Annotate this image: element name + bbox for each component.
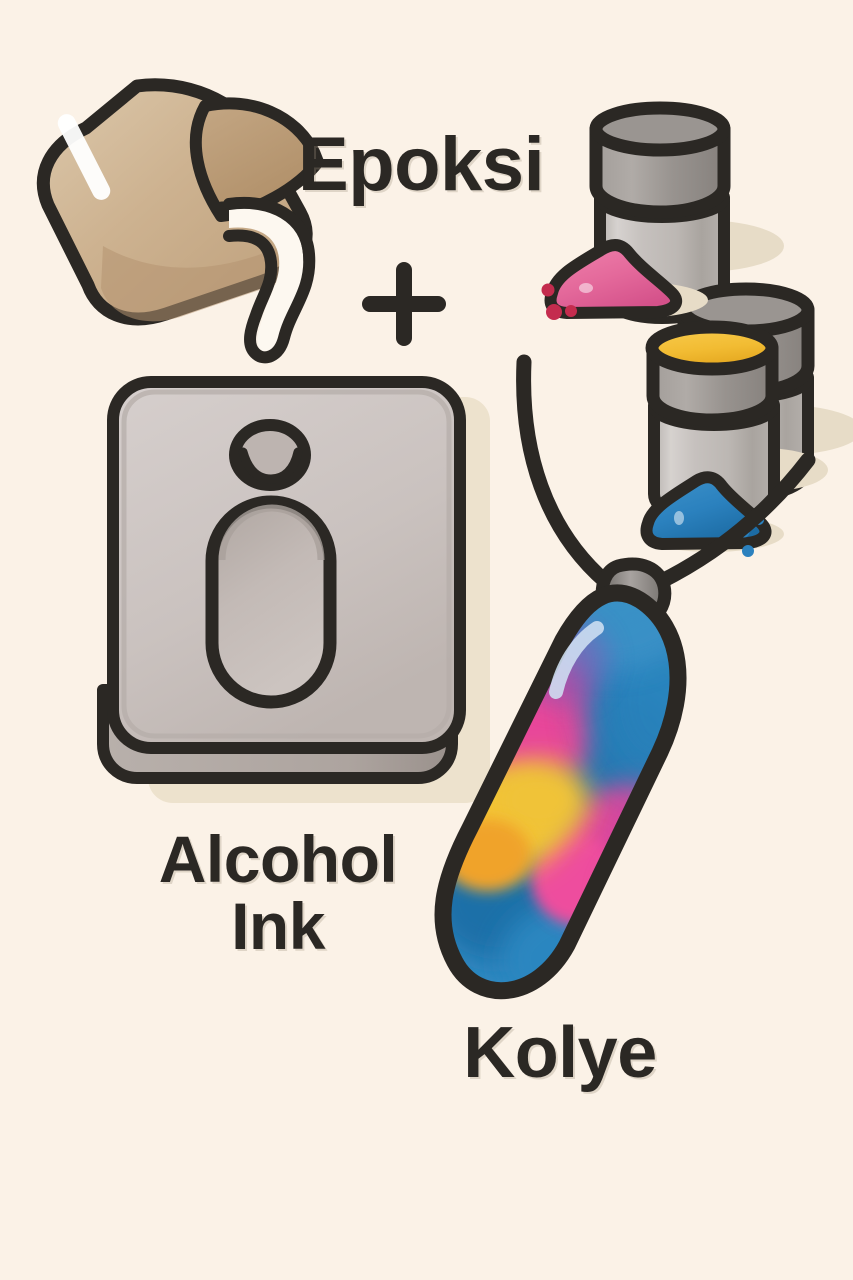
jar-1-lid-top (589, 101, 731, 157)
pink-pigment-powder-group (541, 239, 708, 320)
label-kolye: Kolye (463, 1013, 657, 1093)
cord-left-strand (516, 354, 614, 590)
cup-mouth (189, 97, 324, 222)
pink-powder-dot-3 (565, 305, 577, 317)
mold-inner-bevel (121, 389, 452, 739)
mold-pill-cavity (205, 495, 337, 709)
pouring-cup-group (36, 78, 324, 364)
pink-powder-dot-2 (546, 304, 562, 320)
pink-powder-pile (544, 239, 683, 319)
pink-powder-highlight (579, 283, 593, 293)
label-alcohol-ink: Alcohol Ink (158, 822, 398, 964)
jar-3-yellow-pigment-fill (645, 320, 779, 376)
label-epoksi: Epoksi (298, 122, 545, 207)
cup-shadow-band (101, 242, 301, 322)
silicone-mold-group (97, 376, 490, 803)
mold-pill-cavity-depth (218, 504, 325, 561)
pink-powder-dot-1 (541, 283, 555, 297)
pendant-gloss-highlight (549, 621, 604, 699)
blue-powder-highlight (674, 511, 684, 525)
cord-right-strand (652, 452, 816, 590)
blue-powder-dot-3 (742, 545, 754, 557)
mold-hole-inner-depth (238, 447, 303, 484)
pendant-outline (434, 584, 687, 1000)
cup-highlight (57, 114, 111, 200)
necklace-cord-group (516, 354, 816, 590)
resin-stream-fill (229, 204, 304, 353)
resin-stream-outline (223, 196, 316, 364)
plus-sign-icon (362, 262, 446, 346)
